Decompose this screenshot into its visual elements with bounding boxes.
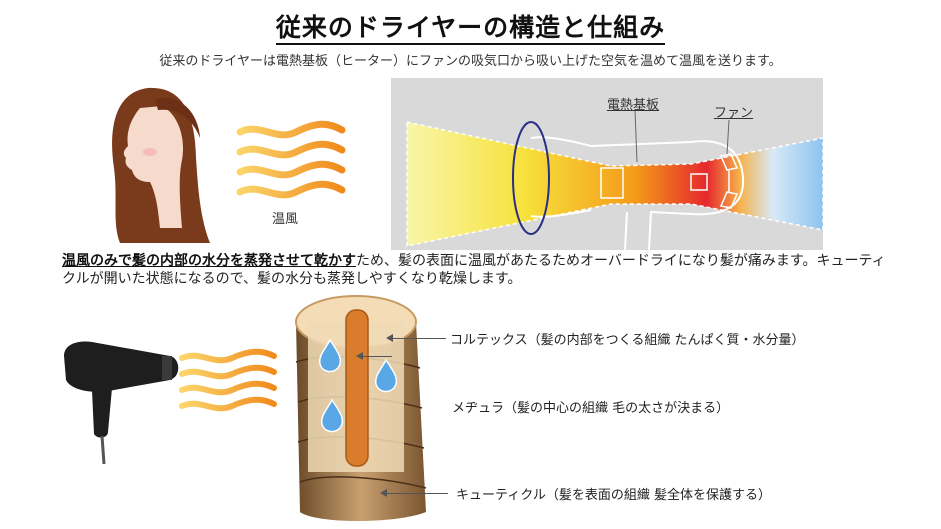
warm-air-waves-icon	[236, 118, 346, 203]
fan-label: ファン	[714, 102, 753, 121]
woman-illustration	[100, 78, 230, 243]
heater-label: 電熱基板	[607, 94, 659, 113]
page-title: 従来のドライヤーの構造と仕組み	[0, 8, 941, 44]
hair-dryer-icon	[58, 336, 186, 464]
dryer-structure-diagram: 電熱基板 ファン	[391, 78, 823, 250]
cuticle-pointer-line	[386, 493, 448, 494]
cortex-label: コルテックス（髪の内部をつくる組織 たんぱく質・水分量）	[450, 329, 804, 348]
medulla-pointer-line	[362, 356, 392, 357]
medulla-label: メヂュラ（髪の中心の組織 毛の太さが決まる）	[452, 397, 729, 416]
cortex-pointer-line	[392, 338, 446, 339]
warm-air-label: 温風	[272, 208, 298, 227]
hair-cross-section-illustration	[286, 282, 431, 522]
cuticle-label: キューティクル（髪を表面の組織 髪全体を保護する）	[456, 484, 771, 503]
subtitle: 従来のドライヤーは電熱基板（ヒーター）にファンの吸気口から吸い上げた空気を温めて…	[0, 50, 941, 69]
explanation-emphasis: 温風のみで髪の内部の水分を蒸発させて乾かす	[62, 253, 356, 269]
warm-air-waves-icon	[178, 346, 278, 416]
explanation-text: 温風のみで髪の内部の水分を蒸発させて乾かすため、髪の表面に温風があたるためオーバ…	[62, 252, 892, 288]
